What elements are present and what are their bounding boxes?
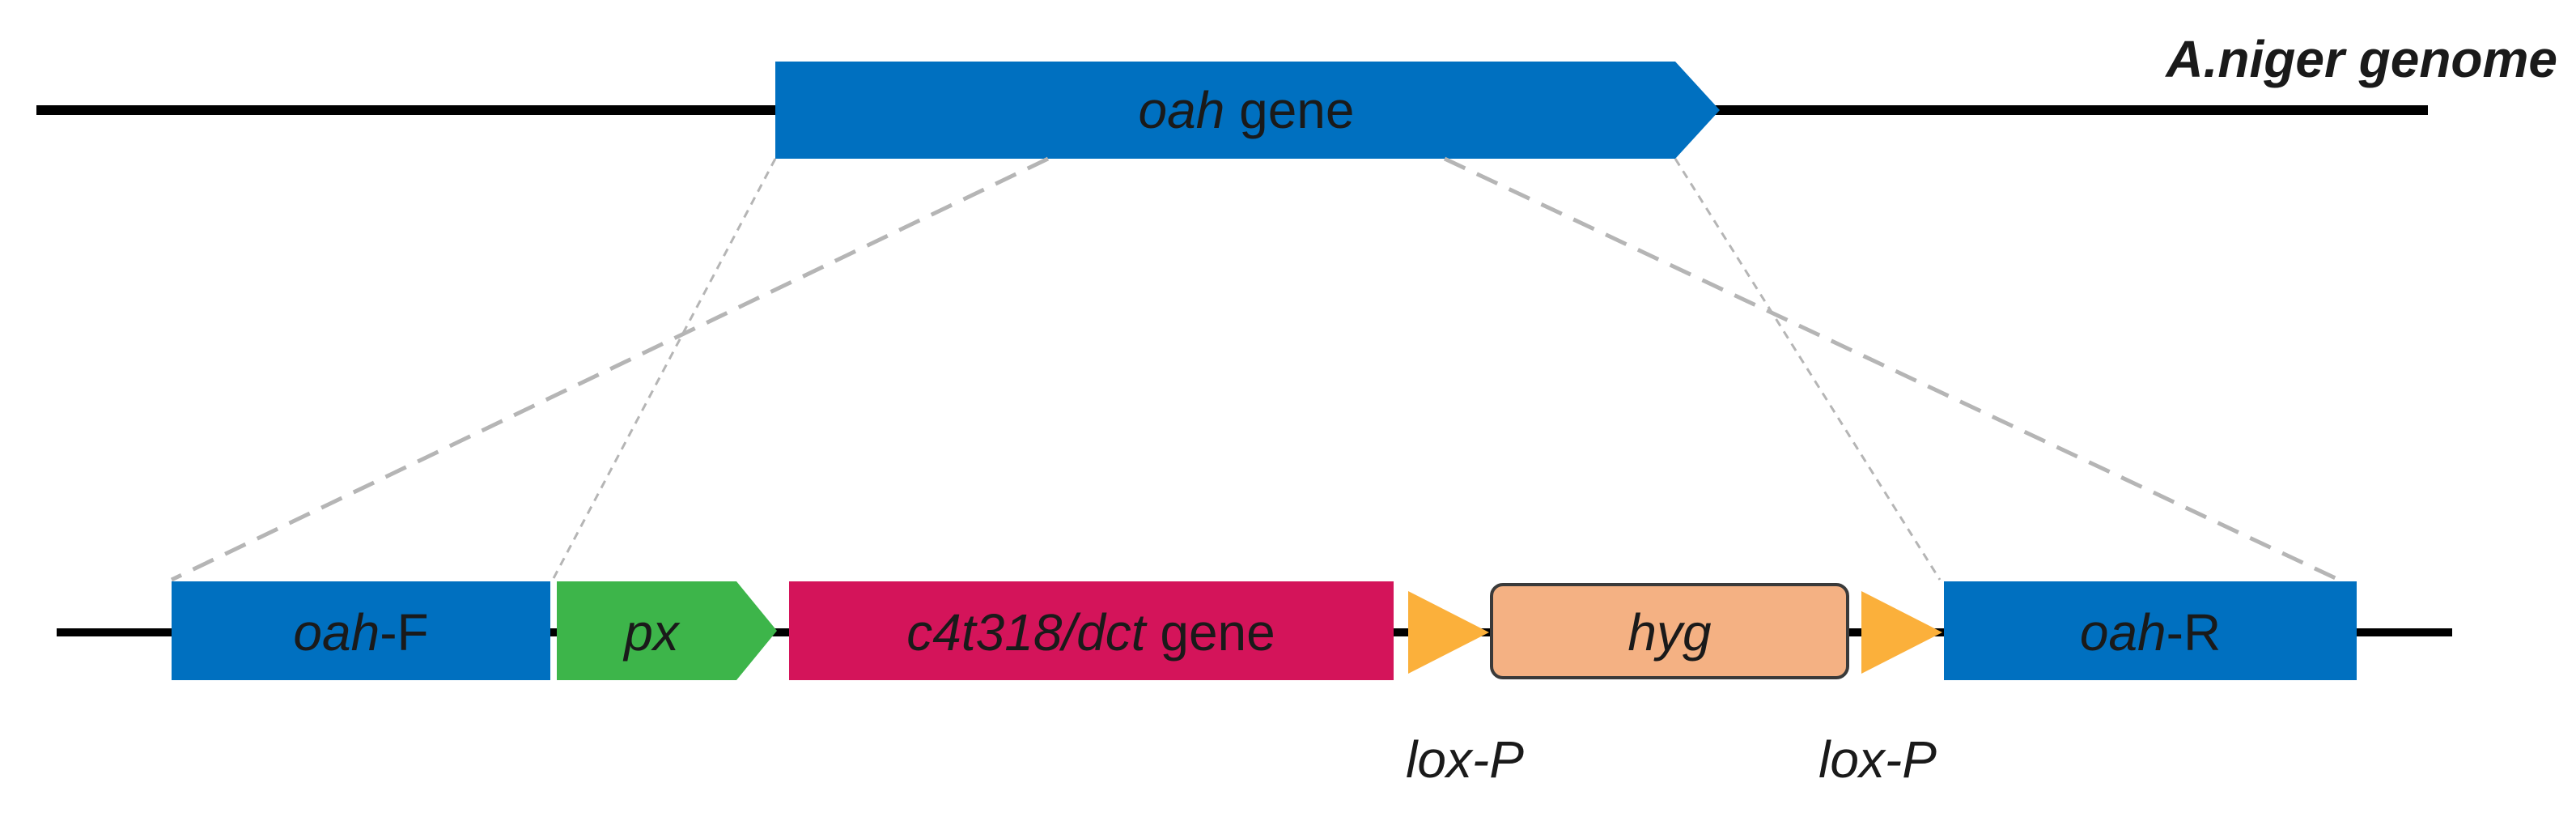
hyg-label: hyg bbox=[1628, 603, 1712, 662]
oah-f-label: oah-F bbox=[293, 603, 428, 662]
oah-r-label: oah-R bbox=[2080, 603, 2221, 662]
oah-r-box bbox=[1944, 581, 2357, 680]
c4t318-dct-gene-box bbox=[789, 581, 1394, 680]
oah-gene-label: oah gene bbox=[1139, 81, 1355, 139]
oah-gene-arrow bbox=[775, 62, 1720, 159]
px-promoter-arrow bbox=[557, 581, 777, 680]
c4t318-dct-gene-label: c4t318/dct gene bbox=[906, 603, 1275, 662]
hyg-box bbox=[1490, 583, 1849, 679]
oah-f-box bbox=[172, 581, 550, 680]
projection-line-inner-right bbox=[1674, 158, 1942, 581]
lox-p-left-triangle bbox=[1408, 591, 1489, 674]
lox-p-left-label: lox-P bbox=[1406, 730, 1524, 789]
lox-p-right-triangle bbox=[1861, 591, 1942, 674]
projection-lines bbox=[170, 156, 2340, 582]
lox-p-right-label: lox-P bbox=[1818, 730, 1937, 789]
projection-line-outer-left bbox=[170, 156, 1050, 582]
projection-line-outer-right bbox=[1443, 156, 2340, 582]
px-label: px bbox=[622, 603, 681, 662]
genome-title: A.niger genome bbox=[2164, 30, 2557, 88]
projection-line-inner-left bbox=[551, 158, 777, 581]
